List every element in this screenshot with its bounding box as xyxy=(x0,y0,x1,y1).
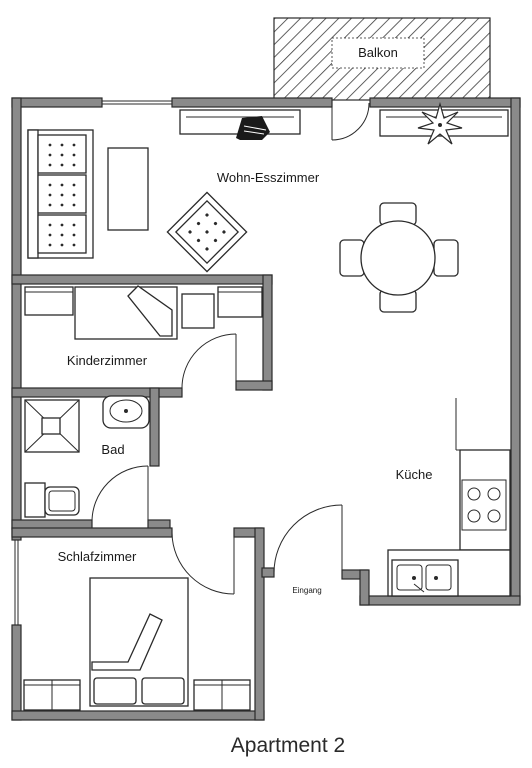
kitchen-counter xyxy=(387,549,511,597)
lamp-icon xyxy=(236,116,270,140)
bath-door xyxy=(91,465,149,524)
room-label-balcony: Balkon xyxy=(358,45,398,60)
room-label-kids: Kinderzimmer xyxy=(67,353,148,368)
kids-cabinet-left xyxy=(24,286,74,316)
pillow-left xyxy=(93,677,137,705)
shower xyxy=(24,399,80,453)
sofa xyxy=(27,129,94,259)
balcony-door xyxy=(331,102,370,141)
room-label-living: Wohn-Esszimmer xyxy=(217,170,320,185)
room-label-bath: Bad xyxy=(101,442,124,457)
bed-blanket xyxy=(91,613,163,671)
entrance-label: Eingang xyxy=(292,586,321,595)
windows xyxy=(14,100,172,625)
kids-room: Kinderzimmer xyxy=(24,285,263,368)
kids-desk xyxy=(181,293,215,329)
stove xyxy=(459,449,511,551)
plan-title: Apartment 2 xyxy=(231,734,345,757)
toilet xyxy=(24,482,80,518)
pillow-right xyxy=(141,677,185,705)
living-room: Wohn-Esszimmer xyxy=(27,101,509,313)
bathroom: Bad xyxy=(24,395,150,518)
kids-door xyxy=(181,333,237,389)
entrance-door xyxy=(273,504,343,575)
room-label-bedroom: Schlafzimmer xyxy=(58,549,137,564)
plant-icon xyxy=(417,101,463,145)
armchair xyxy=(166,191,248,273)
dining-table xyxy=(339,202,459,313)
room-label-kitchen: Küche xyxy=(396,467,433,482)
coffee-table xyxy=(107,147,149,231)
interior-walls xyxy=(11,274,370,721)
exterior-walls xyxy=(11,97,521,721)
balcony: Balkon xyxy=(273,17,491,101)
fridge xyxy=(455,398,510,451)
bedroom: Schlafzimmer xyxy=(23,549,251,711)
bedroom-door xyxy=(171,532,235,595)
kitchen: Küche xyxy=(387,398,511,597)
doors xyxy=(91,102,370,595)
kids-blanket xyxy=(127,285,173,337)
washbasin xyxy=(102,395,150,429)
